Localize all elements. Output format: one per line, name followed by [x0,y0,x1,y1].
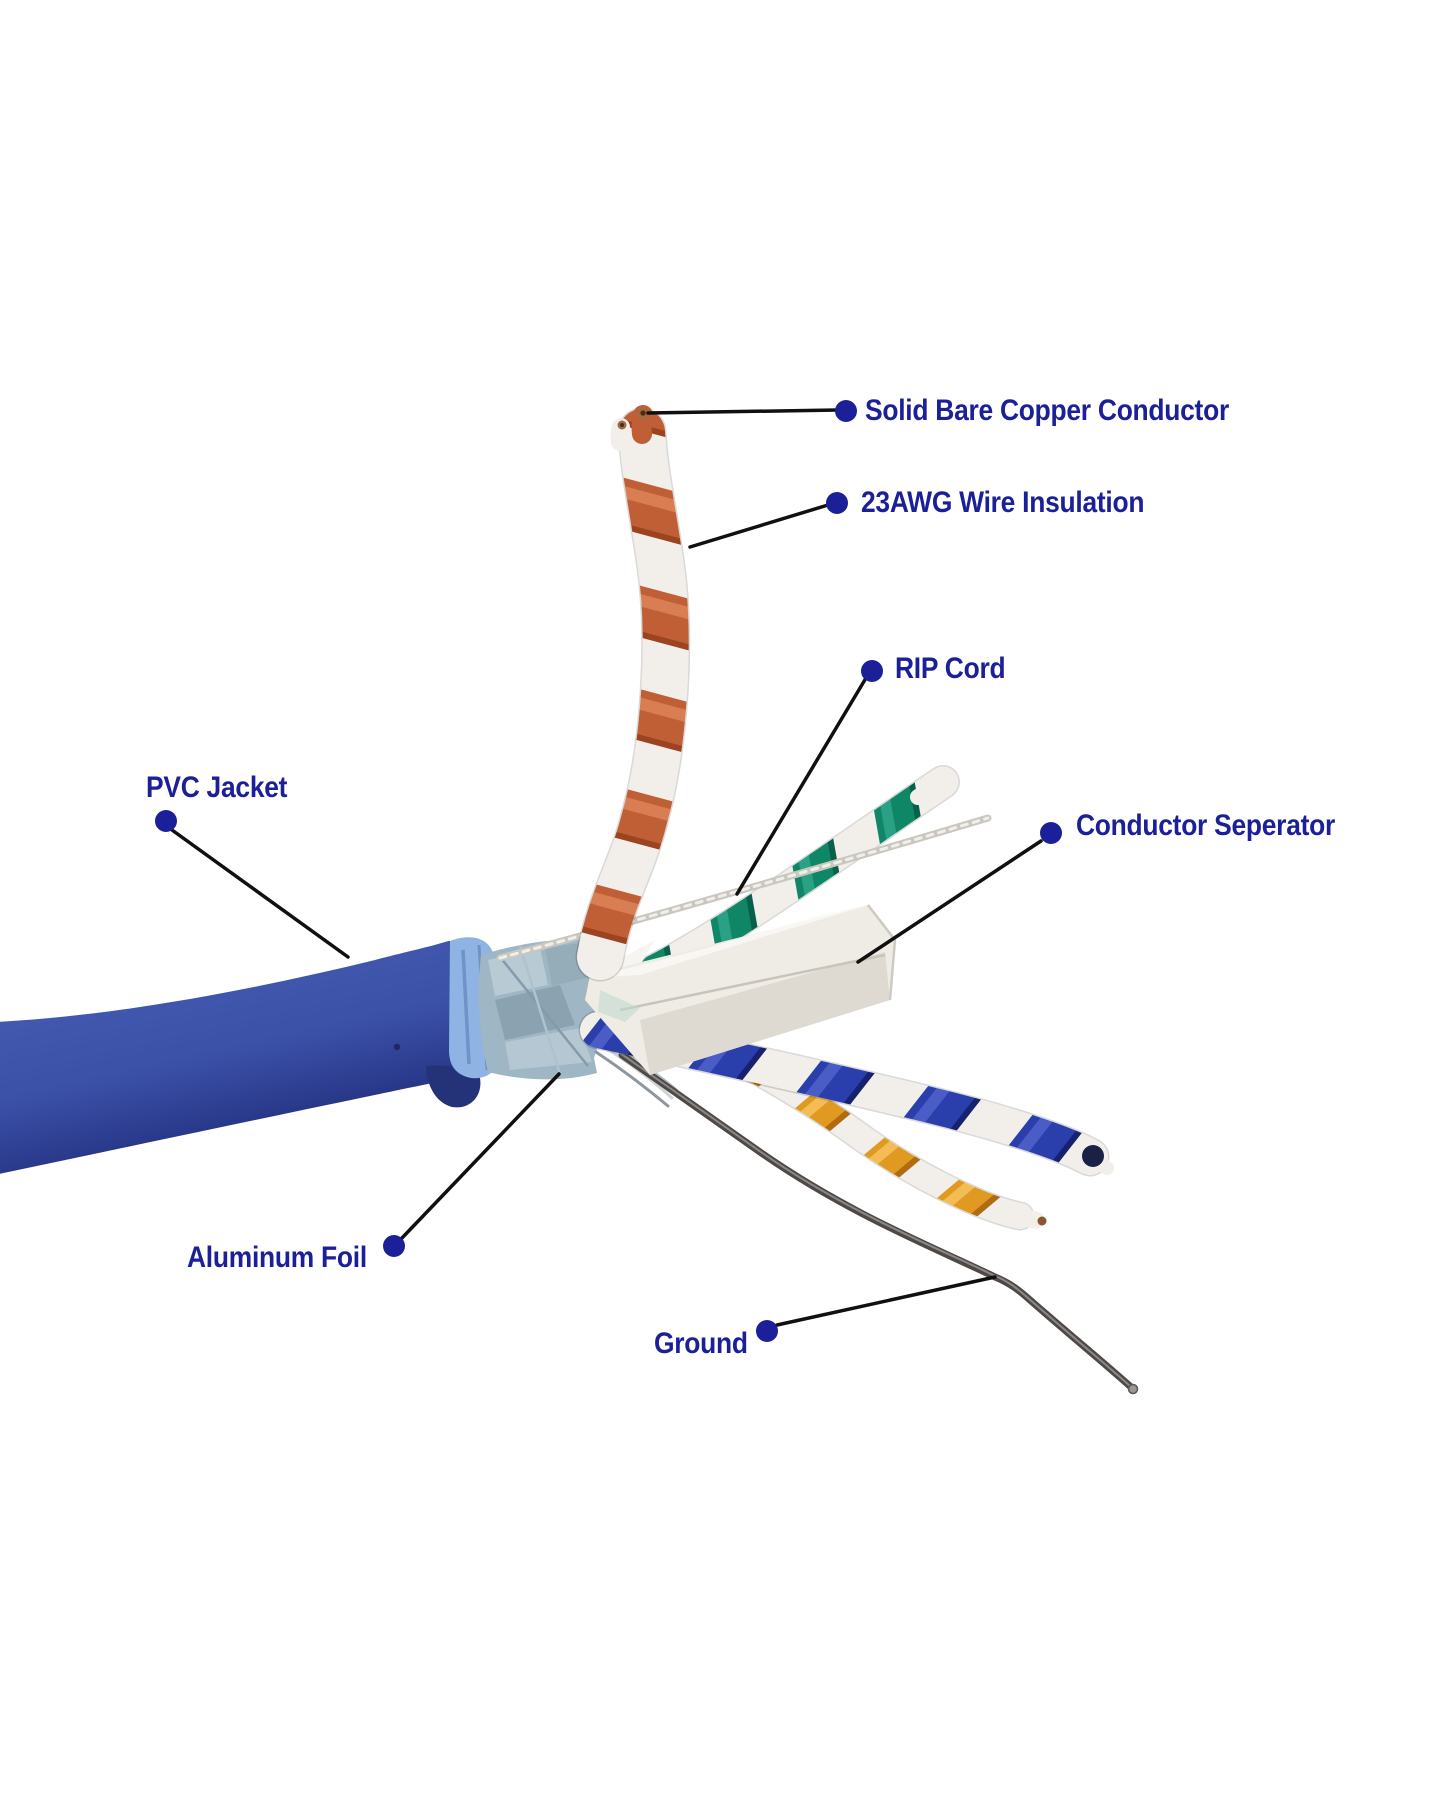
orange-white-twisted-pair [575,405,691,982]
bullet-ground [756,1320,778,1342]
label-rip-cord: RIP Cord [895,652,1006,685]
foil-texture [488,942,598,1075]
ground-wire [618,1051,1139,1395]
copper-conductor-tip-amber [1037,1216,1047,1226]
aluminum-foil-wrap [478,939,603,1080]
leader-line-rip-cord [735,676,868,896]
label-pvc-jacket: PVC Jacket [146,771,288,804]
leader-line-pvc-jacket [170,828,350,959]
leader-line-ground [775,1275,997,1327]
conductor-separator-shape [585,904,897,1075]
leader-line-wire-insulation [688,503,830,549]
blue-pair-dark-tip [1082,1145,1104,1167]
pvc-jacket-shape [0,934,481,1174]
label-aluminum-foil: Aluminum Foil [187,1241,367,1274]
amber-pair-white-tip [993,1201,1045,1229]
leader-line-aluminum-foil [400,1072,561,1240]
label-wire-insulation: 23AWG Wire Insulation [861,486,1145,519]
ground-wire-tip [1127,1383,1139,1395]
bullet-wire-insulation [826,492,848,514]
green-pair-white-tip [910,771,954,805]
bullet-aluminum-foil [383,1235,405,1257]
leader-line-solid-bare-copper [646,408,840,415]
bullet-conductor-separator [1040,822,1062,844]
label-ground: Ground [654,1327,748,1360]
bullet-pvc-jacket [155,810,177,832]
label-conductor-separator: Conductor Seperator [1076,809,1336,842]
leader-line-conductor-separator [856,839,1043,964]
label-solid-bare-copper-conductor: Solid Bare Copper Conductor [865,394,1229,427]
bullet-solid-bare-copper [835,400,857,422]
bullet-rip-cord [861,660,883,682]
